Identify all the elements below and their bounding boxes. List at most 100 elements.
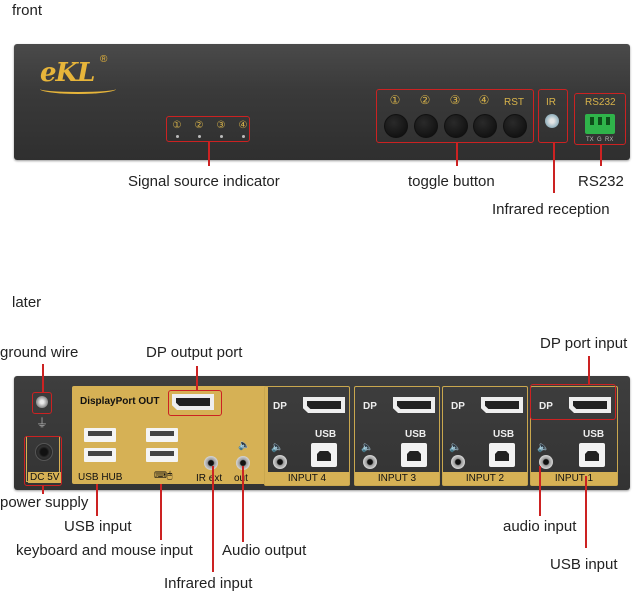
ir-highlight [538,89,568,143]
rs232-highlight [574,93,626,145]
registered-mark: ® [100,54,108,65]
input-dp-label: DP [451,401,465,412]
ground-leader [42,364,44,392]
indicator-number-4: ④ [238,120,248,131]
rs232-pin [606,117,610,125]
usb-hub-port[interactable] [84,428,116,442]
usb-input-right-leader [585,476,587,548]
rs232-pin [590,117,594,125]
kbm-icon: ⌨🖱 [154,470,173,480]
toggle-button-1[interactable] [384,114,408,138]
input-dp-label: DP [363,401,377,412]
rs232-label: RS232 [585,97,616,108]
usb-input-right-callout: USB input [550,556,618,573]
usb-input-port-1[interactable] [579,443,605,467]
input-label-2: INPUT 2 [443,472,527,485]
dp-out-label: DisplayPort OUT [80,396,160,407]
usb-input-left-callout: USB input [64,518,132,535]
audio-out-callout: Audio output [222,542,307,559]
speaker-icon: 🔈 [537,442,550,453]
infrared-input-leader [212,466,214,572]
dc-jack-icon [35,443,53,461]
ground-screw-icon [36,396,48,408]
power-callout: power supply [0,494,89,511]
rear-section-title: later [12,294,42,311]
front-panel: eKL ® ① ② ③ ④ ① ② ③ ④ RST IR RS232 TX G … [14,44,630,160]
ir-label: IR [546,97,556,108]
input-usb-label: USB [405,429,427,440]
rs232-callout: RS232 [578,173,624,190]
kbm-port[interactable] [146,448,178,462]
input-usb-label: USB [583,429,605,440]
ekl-logo: eKL [40,58,95,88]
indicator-number-3: ③ [216,120,226,131]
audio-in-jack-1[interactable] [539,455,553,469]
input-label-1: INPUT 1 [531,472,617,485]
usb-hub-label: USB HUB [78,472,123,483]
audio-out-leader [242,466,244,542]
usb-input-port-4[interactable] [311,443,337,467]
input-panel-1: DP USB 🔈 INPUT 1 [530,386,618,486]
dp-input-port-4[interactable] [303,397,345,413]
indicator-number-2: ② [194,120,204,131]
dp-output-callout: DP output port [146,344,243,361]
dp-output-port[interactable] [172,394,214,410]
logo-swoosh [40,84,116,94]
kbm-leader [160,484,162,540]
dp-output-highlight [168,390,222,416]
dc-highlight [24,436,62,486]
dp-input-port-3[interactable] [393,397,435,413]
input-usb-label: USB [493,429,515,440]
dp-input-callout: DP port input [540,335,628,352]
kbm-port[interactable] [146,428,178,442]
audio-in-callout: audio input [503,518,577,535]
dp-input-highlight [530,384,616,420]
button-number-3: ③ [449,93,461,107]
out-label: out [234,473,248,484]
input-panel-2: DP USB 🔈 INPUT 2 [442,386,528,486]
toggle-button-2[interactable] [414,114,438,138]
input-panel-4: DP USB 🔈 INPUT 4 [264,386,350,486]
dc-label: DC 5V [28,472,62,483]
input-dp-label: DP [273,401,287,412]
power-leader [42,486,44,494]
signal-indicator-highlight [166,116,250,142]
indicator-led-3 [220,135,223,138]
speaker-icon: 🔈 [449,442,462,453]
speaker-out-icon: 🔈 [238,440,251,451]
button-number-1: ① [389,93,401,107]
speaker-icon: 🔈 [271,442,284,453]
dp-input-port-2[interactable] [481,397,523,413]
rs232-terminal [585,114,615,134]
rs232-pin [598,117,602,125]
dp-output-leader [196,366,198,390]
ir-ext-jack[interactable] [204,456,218,470]
rs232-pin-g: G [597,137,602,143]
indicator-number-1: ① [172,120,182,131]
front-section-title: front [12,2,43,19]
audio-in-jack-2[interactable] [451,455,465,469]
usb-input-port-2[interactable] [489,443,515,467]
button-number-4: ④ [478,93,490,107]
toggle-button-3[interactable] [444,114,468,138]
usb-hub-port[interactable] [84,448,116,462]
toggle-button-4[interactable] [473,114,497,138]
usb-input-port-3[interactable] [401,443,427,467]
input-panel-3: DP USB 🔈 INPUT 3 [354,386,440,486]
audio-in-jack-3[interactable] [363,455,377,469]
toggle-callout: toggle button [408,173,495,190]
reset-button[interactable] [503,114,527,138]
audio-out-jack[interactable] [236,456,250,470]
toggle-button-highlight [376,89,534,143]
indicator-led-2 [198,135,201,138]
dp-input-port-1[interactable] [569,397,611,413]
audio-in-jack-4[interactable] [273,455,287,469]
ground-callout: ground wire [0,344,79,361]
input-label-3: INPUT 3 [355,472,439,485]
usb-input-left-leader [96,484,98,516]
ground-symbol-icon: ⏚ [36,416,49,430]
audio-in-leader [539,466,541,516]
dp-input-leader [588,356,590,384]
ir-ext-label: IR ext [196,473,223,484]
input-usb-label: USB [315,429,337,440]
